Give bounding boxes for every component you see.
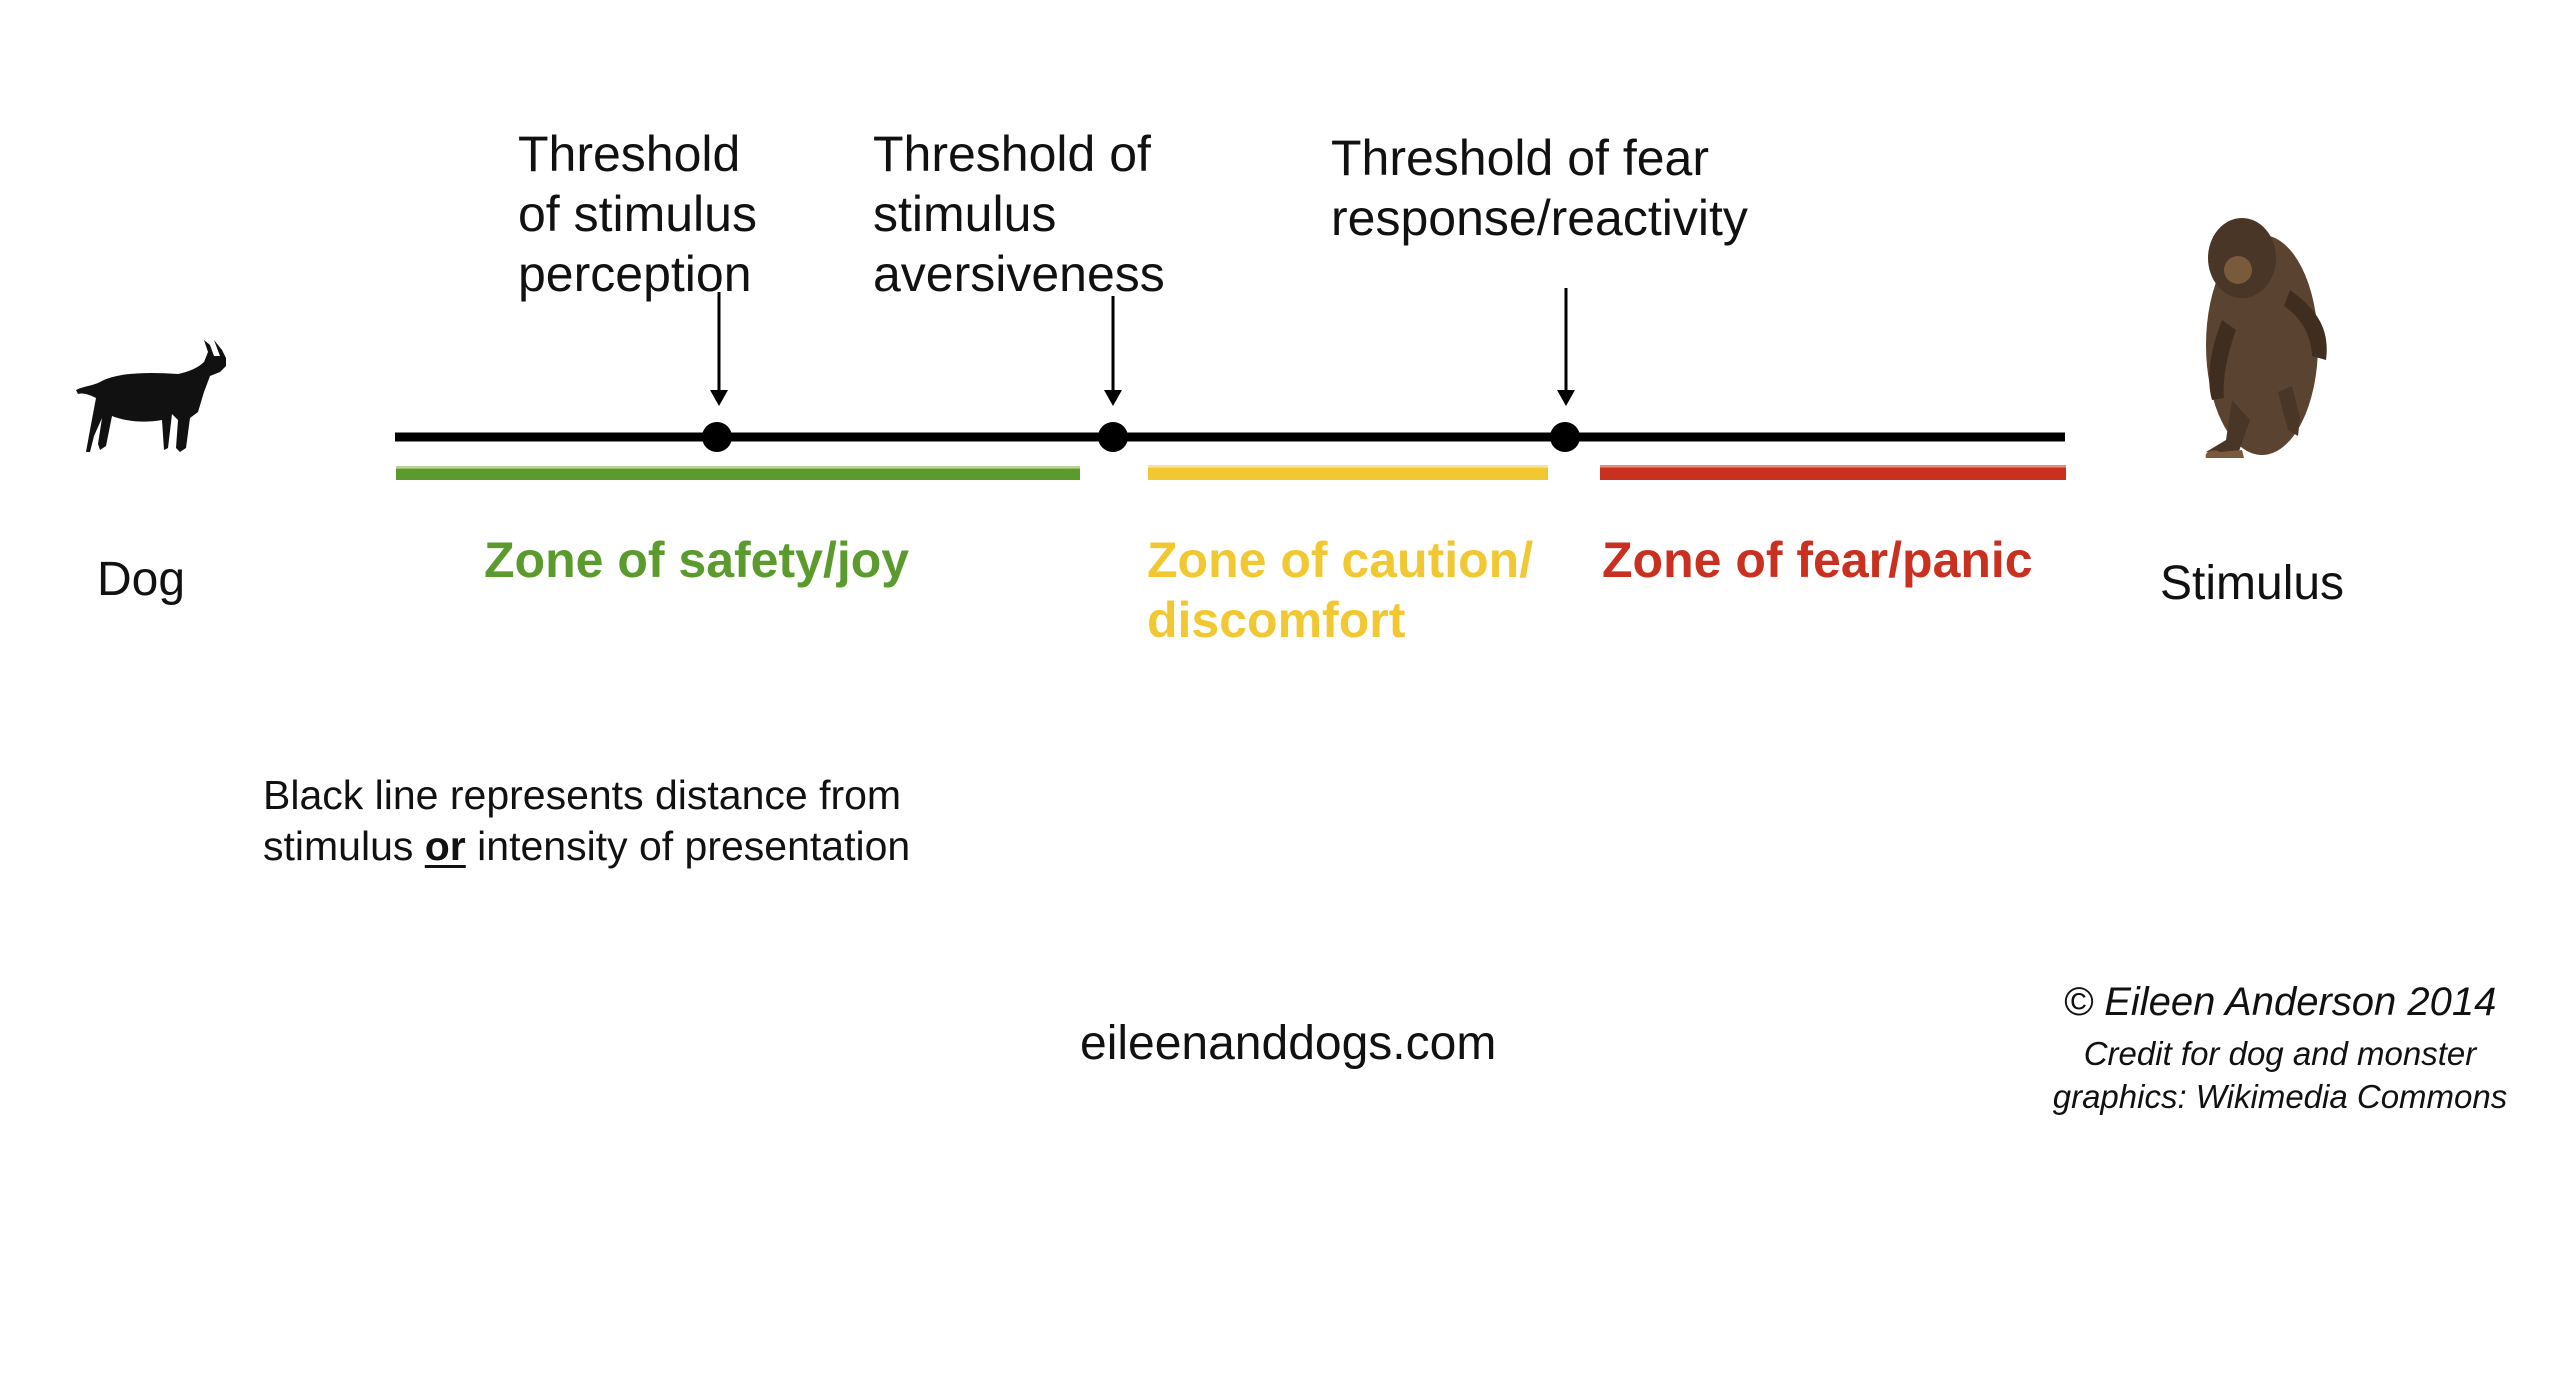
zone-label-caution: Zone of caution/ discomfort	[1147, 532, 1534, 648]
copyright-text: © Eileen Anderson 2014	[2063, 980, 2497, 1024]
threshold-label-fear: Threshold of fear response/reactivity	[1331, 130, 1748, 246]
zone-label-fear: Zone of fear/panic	[1602, 532, 2033, 588]
zone-bar-safety	[396, 466, 1080, 480]
website-url: eileenanddogs.com	[1080, 1017, 1497, 1070]
threshold-arrow-aversiveness	[1104, 296, 1122, 406]
zone-bar-fear	[1600, 465, 2066, 480]
threshold-dot-fear	[1550, 422, 1580, 452]
note-text-before: Black line represents distance from stim…	[263, 772, 902, 870]
line-explanation-note: Black line represents distance from stim…	[263, 770, 910, 873]
dog-label: Dog	[97, 553, 186, 606]
zone-bar-caution	[1148, 465, 1548, 480]
threshold-label-aversiveness: Threshold of stimulus aversiveness	[873, 126, 1165, 302]
credit-block: © Eileen Anderson 2014 Credit for dog an…	[2000, 980, 2560, 1119]
threshold-arrow-fear	[1557, 288, 1575, 406]
monster-icon	[2205, 218, 2327, 458]
note-emphasis: or	[424, 823, 466, 870]
threshold-label-perception: Threshold of stimulus perception	[518, 126, 757, 302]
zone-label-safety: Zone of safety/joy	[484, 532, 910, 588]
threshold-dot-perception	[702, 422, 732, 452]
stimulus-label: Stimulus	[2160, 557, 2345, 610]
dog-silhouette-icon	[76, 340, 226, 452]
note-text-after: intensity of presentation	[465, 823, 911, 870]
threshold-arrow-perception	[710, 292, 728, 406]
threshold-dot-aversiveness	[1098, 422, 1128, 452]
graphics-credit-text: Credit for dog and monster graphics: Wik…	[2052, 1035, 2508, 1115]
